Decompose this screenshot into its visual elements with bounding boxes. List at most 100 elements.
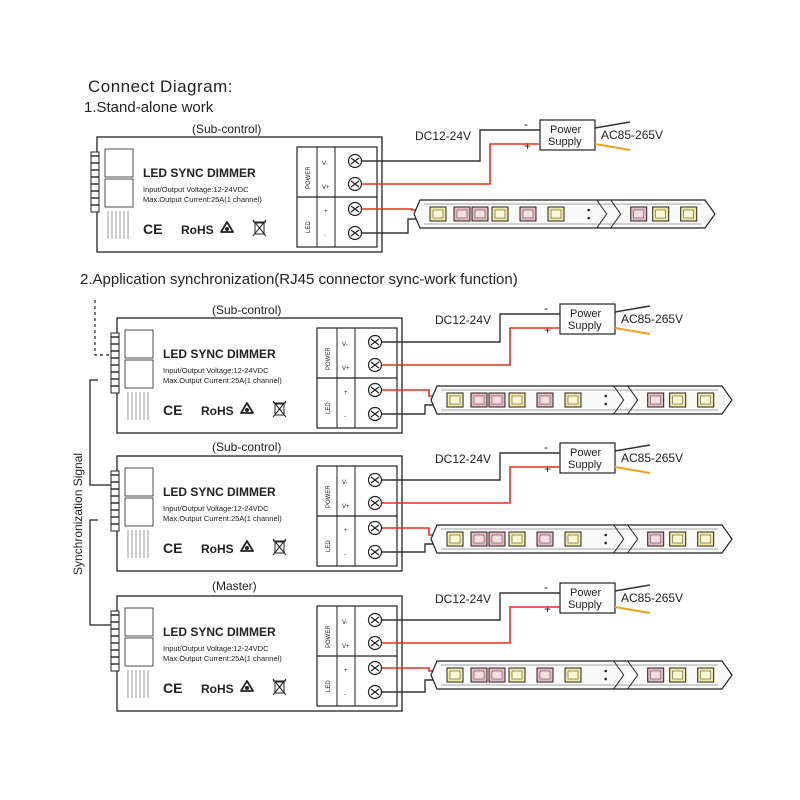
- weee-bin-icon: [252, 219, 267, 237]
- led-chip-icon: [536, 667, 554, 683]
- plus-label: +: [344, 390, 348, 396]
- minus-label: -: [344, 692, 346, 698]
- rj45-port-frame: [110, 610, 120, 672]
- ac-input-label: AC85-265V: [601, 128, 663, 142]
- terminal-screw-icon: [347, 201, 363, 217]
- dc-wire-positive: [382, 466, 560, 504]
- voltage-spec: Input/Output Voltage:12-24VDC: [143, 185, 249, 194]
- led-chip-icon: [470, 392, 488, 408]
- chip-lens: [539, 395, 551, 405]
- strip-cut: [613, 385, 625, 415]
- led-chip-icon: [471, 206, 489, 222]
- product-title: LED SYNC DIMMER: [163, 625, 276, 639]
- v-minus-label: V-: [322, 161, 328, 167]
- screw-slot: [370, 476, 380, 484]
- screw-slot: [350, 229, 360, 237]
- led-label: LED: [326, 540, 332, 552]
- chip-lens: [539, 534, 551, 544]
- chip-lens: [432, 209, 444, 219]
- chip-lens: [473, 395, 485, 405]
- chip-lens: [655, 209, 667, 219]
- voltage-spec: Input/Output Voltage:12-24VDC: [163, 366, 269, 375]
- psu-label-line1: Power: [570, 587, 602, 599]
- ce-mark: CE: [163, 540, 182, 556]
- power-supply-box: [559, 582, 616, 614]
- pad: [604, 533, 607, 537]
- psu-label-line1: Power: [570, 447, 602, 459]
- recycle-icon: [220, 221, 234, 233]
- rj45-block: [124, 497, 154, 527]
- led-label: LED: [306, 221, 312, 233]
- terminal-screw-icon: [347, 176, 363, 192]
- chip-lens: [672, 395, 684, 405]
- psu-plus-sign: +: [544, 323, 551, 337]
- terminal-screw-icon: [347, 225, 363, 241]
- terminal-screw-icon: [347, 153, 363, 169]
- rj45-block: [104, 148, 134, 178]
- led-chip-icon: [669, 392, 687, 408]
- psu-minus-sign: -: [544, 301, 548, 315]
- led-chip-icon: [647, 667, 665, 683]
- section1-heading: 1.Stand-alone work: [84, 99, 214, 116]
- chip-lens: [449, 395, 461, 405]
- current-spec: Max.Output Current:25A(1 channel): [163, 514, 282, 523]
- pad: [587, 216, 590, 220]
- led-chip-icon: [564, 392, 582, 408]
- terminal-screw-icon: [367, 520, 383, 536]
- sync-link: [89, 379, 118, 486]
- led-chip-icon: [446, 667, 464, 683]
- terminal-screw-icon: [367, 357, 383, 373]
- power-supply-box: [559, 303, 616, 335]
- rohs-mark: RoHS: [201, 542, 234, 556]
- ac-wire: [614, 606, 651, 614]
- psu-plus-sign: +: [544, 602, 551, 616]
- terminal-screw-icon: [367, 684, 383, 700]
- chip-lens: [491, 534, 503, 544]
- terminal-screw-icon: [367, 334, 383, 350]
- rj45-block: [124, 607, 154, 637]
- power-supply-box: [539, 119, 596, 151]
- led-chip-icon: [536, 531, 554, 547]
- recycle-center: [245, 686, 249, 690]
- led-chip-icon: [669, 531, 687, 547]
- minus-label: -: [344, 552, 346, 558]
- chip-lens: [456, 209, 468, 219]
- screw-slot: [350, 180, 360, 188]
- psu-plus-sign: +: [544, 462, 551, 476]
- ac-wire: [614, 444, 651, 452]
- voltage-spec: Input/Output Voltage:12-24VDC: [163, 644, 269, 653]
- chip-lens: [567, 534, 579, 544]
- led-chip-icon: [488, 667, 506, 683]
- ac-wire: [594, 143, 631, 151]
- led-chip-icon: [429, 206, 447, 222]
- terminal-screw-icon: [367, 382, 383, 398]
- psu-label-line1: Power: [550, 124, 582, 136]
- rj45-port-frame: [90, 151, 100, 213]
- led-chip-icon: [697, 667, 715, 683]
- power-label: POWER: [326, 485, 332, 508]
- chip-lens: [494, 209, 506, 219]
- chip-lens: [700, 534, 712, 544]
- rohs-mark: RoHS: [201, 682, 234, 696]
- screw-slot: [370, 688, 380, 696]
- led-chip-icon: [697, 531, 715, 547]
- chip-lens: [567, 395, 579, 405]
- recycle-arrows: [220, 221, 234, 233]
- led-chip-icon: [446, 392, 464, 408]
- chip-lens: [522, 209, 534, 219]
- unit-role-label: (Sub-control): [212, 440, 281, 454]
- chip-lens: [672, 670, 684, 680]
- ac-wire: [614, 584, 651, 592]
- ac-wire: [614, 305, 651, 313]
- screw-slot: [350, 205, 360, 213]
- ce-mark: CE: [163, 402, 182, 418]
- psu-label-line1: Power: [570, 308, 602, 320]
- dc-wire-negative: [382, 313, 560, 343]
- v-minus-label: V-: [342, 480, 348, 486]
- led-chip-icon: [564, 667, 582, 683]
- terminal-screw-icon: [367, 406, 383, 422]
- dc-wire-positive: [382, 606, 560, 644]
- screw-slot: [370, 548, 380, 556]
